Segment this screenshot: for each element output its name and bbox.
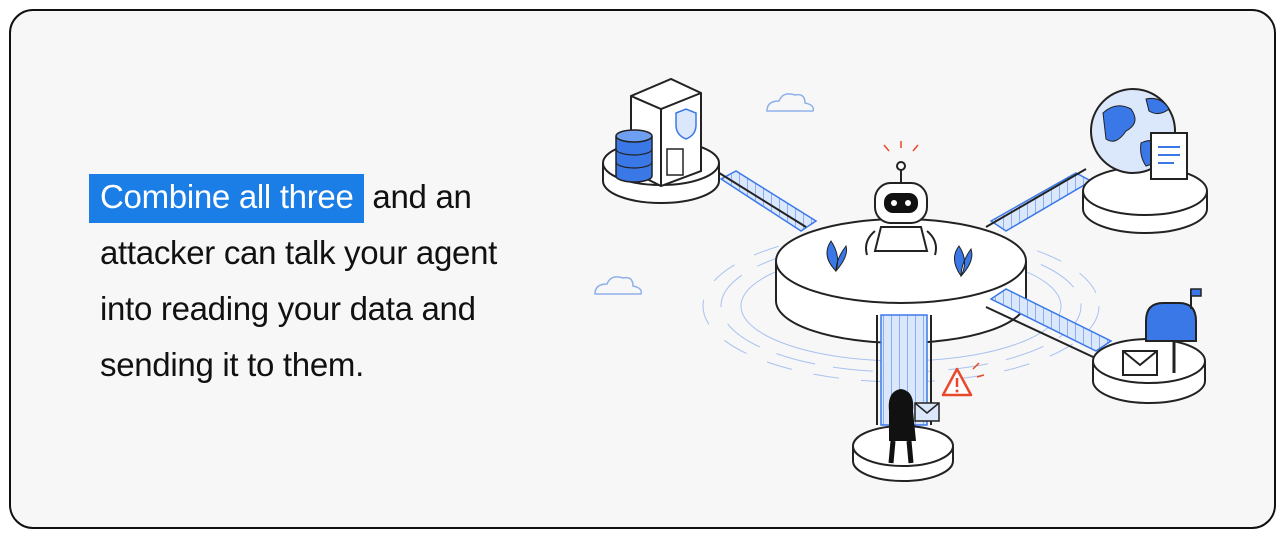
building-island	[602, 77, 720, 204]
headline: Combine all three and an attacker can ta…	[89, 169, 559, 393]
mailbox-icon	[1145, 288, 1202, 373]
hacker-icon	[888, 389, 916, 464]
envelope-icon	[1122, 350, 1158, 376]
headline-line-1-rest: and an	[363, 178, 472, 215]
headline-line-1: Combine all three and an	[89, 169, 559, 225]
globe-island	[1082, 88, 1208, 234]
headline-line-3: into reading your data and	[100, 290, 476, 327]
cloud-icon	[594, 93, 815, 295]
attacker-island	[852, 389, 954, 482]
headline-line-4: sending it to them.	[100, 346, 364, 383]
envelope-icon	[914, 402, 940, 422]
content-card: Combine all three and an attacker can ta…	[9, 9, 1276, 529]
warning-icon	[941, 362, 985, 397]
agent-exfiltration-illustration	[594, 77, 1208, 482]
central-island	[775, 218, 1027, 344]
bridge-to-globe	[985, 168, 1093, 232]
database-icon	[615, 129, 653, 183]
bridge-to-mailbox	[985, 288, 1113, 364]
shield-lock-icon	[675, 108, 697, 140]
mailbox-island	[1092, 288, 1206, 404]
bridge-to-building	[715, 170, 818, 232]
headline-line-2: attacker can talk your agent	[100, 234, 497, 271]
robot-agent-icon	[865, 141, 937, 256]
plant-icon	[826, 240, 973, 278]
headline-highlight: Combine all three	[89, 174, 364, 223]
document-icon	[1150, 132, 1188, 180]
